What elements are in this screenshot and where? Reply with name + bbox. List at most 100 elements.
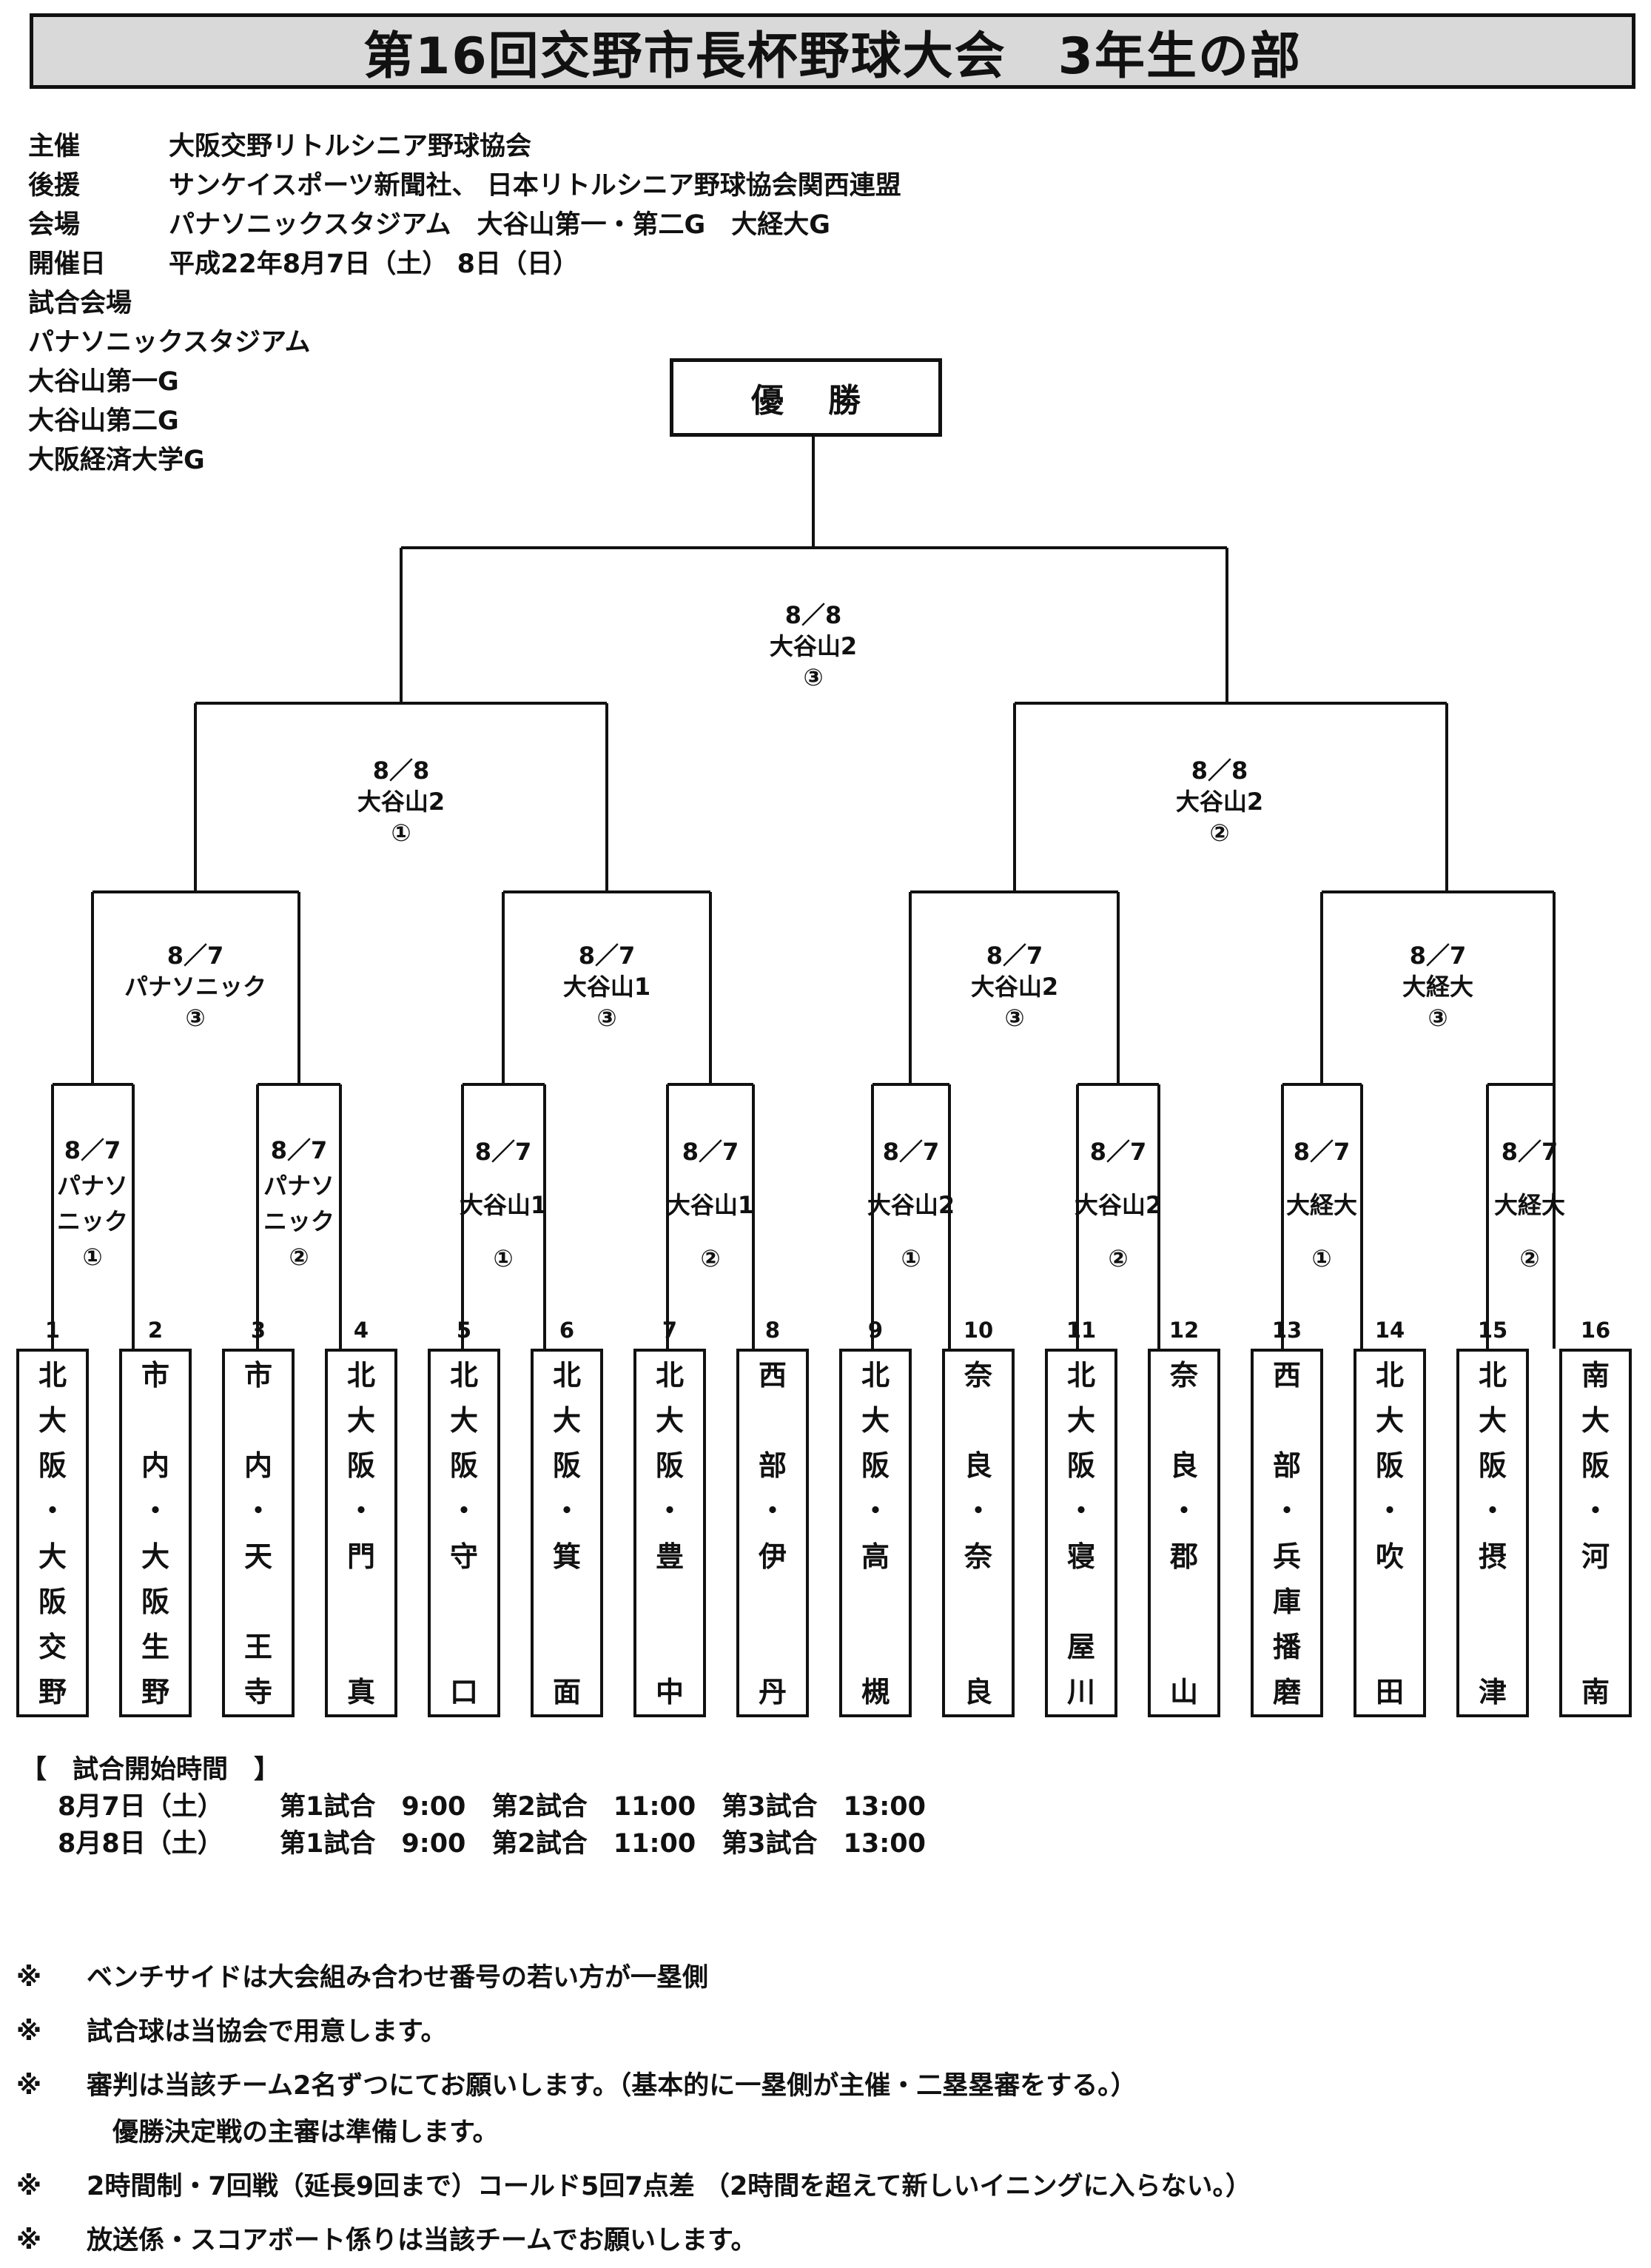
team-char: ・ [758,1494,787,1528]
seed-number: 13 [1271,1318,1302,1343]
seed-number: 7 [662,1318,678,1343]
team-char: 生 [141,1630,169,1663]
team-box: 北大阪・門 真 [325,1349,397,1717]
venue-heading: 試合会場 [28,289,132,318]
team-box: 奈 良・奈 良 [942,1349,1015,1717]
team-char: ・ [1066,1494,1095,1528]
team-char: 阪 [1066,1449,1095,1483]
note-item: ※試合球は当協会で用意します。 [16,2017,447,2047]
team-char: 阪 [1375,1449,1404,1483]
info-row-venue: 会場パナソニックスタジアム 大谷山第一・第二G 大経大G [28,210,830,240]
team-char: 阪 [1581,1449,1610,1483]
event-info: 主催大阪交野リトルシニア野球協会 後援サンケイスポーツ新聞社、 日本リトルシニア… [28,127,901,480]
team-char: 市 [141,1359,169,1392]
team-char: 奈 [1169,1359,1198,1392]
seed-number: 11 [1066,1318,1097,1343]
team-char: 面 [552,1675,581,1708]
bracket-lines [51,437,1556,1349]
team-char: 河 [1581,1540,1610,1573]
team-char: 兵 [1272,1540,1301,1573]
team-char: 磨 [1272,1675,1301,1708]
team-char: 門 [346,1540,375,1573]
seed-number: 3 [250,1318,266,1343]
team-char: 大 [38,1540,67,1573]
team-char: ・ [1375,1494,1404,1528]
team-char [356,1587,366,1617]
team-char: ・ [655,1494,684,1528]
seed-number: 6 [559,1318,575,1343]
team-char: ・ [449,1494,478,1528]
team-char: 阪 [346,1449,375,1483]
team-char: 西 [1272,1359,1301,1392]
team-box: 北大阪・吹 田 [1354,1349,1426,1717]
team-char: ・ [141,1494,169,1528]
team-char: 良 [1169,1449,1198,1483]
team-char: ・ [552,1494,581,1528]
team-char: 北 [1375,1359,1404,1392]
team-char: 豊 [655,1540,684,1573]
team-char [562,1587,571,1617]
seed-number: 9 [867,1318,884,1343]
team-box: 南大阪・河 南 [1559,1349,1632,1717]
team-char: 庫 [1272,1585,1301,1618]
team-char: 津 [1478,1675,1507,1708]
team-char: 大 [1066,1404,1095,1437]
team-char: 口 [449,1675,478,1708]
team-char: ・ [346,1494,375,1528]
team-char: 大 [38,1404,67,1437]
team-box: 奈 良・郡 山 [1148,1349,1220,1717]
team-char: 阪 [861,1449,890,1483]
schedule: 【 試合開始時間 】 8月7日（土）第1試合 9:00 第2試合 11:00 第… [21,1751,926,1862]
seed-number: 1 [44,1318,61,1343]
seed-number: 8 [764,1318,781,1343]
team-char: 阪 [141,1585,169,1618]
team-char: 北 [346,1359,375,1392]
team-char: 奈 [964,1540,992,1573]
team-char: 大 [861,1404,890,1437]
team-char [356,1632,366,1662]
team-char [870,1587,880,1617]
team-char: ・ [1169,1494,1198,1528]
note-item: ※審判は当該チーム2名ずつにてお願いします。（基本的に一塁側が主催・二塁塁審をす… [16,2071,1137,2101]
team-char [1590,1587,1600,1617]
team-char: 北 [655,1359,684,1392]
seed-number: 15 [1477,1318,1508,1343]
team-char: 中 [655,1675,684,1708]
team-char: ・ [1478,1494,1507,1528]
team-char: 良 [964,1675,992,1708]
venue-item: 大谷山第二G [28,406,179,436]
team-char [253,1406,263,1435]
team-box: 北大阪・箕 面 [531,1349,603,1717]
team-char: 田 [1375,1675,1404,1708]
team-char: 北 [1478,1359,1507,1392]
team-char: 部 [758,1449,787,1483]
team-char [459,1632,468,1662]
team-char [1487,1587,1497,1617]
team-char [767,1587,777,1617]
team-char [1385,1587,1394,1617]
team-char: 郡 [1169,1540,1198,1573]
seed-number: 2 [147,1318,164,1343]
team-char: 高 [861,1540,890,1573]
team-char [973,1632,983,1662]
schedule-heading: 【 試合開始時間 】 [21,1755,280,1785]
team-char: 阪 [38,1585,67,1618]
seed-number: 4 [353,1318,369,1343]
team-box: 北大阪・摂 津 [1456,1349,1529,1717]
team-char: 北 [861,1359,890,1392]
team-char: 部 [1272,1449,1301,1483]
team-char: 良 [964,1449,992,1483]
team-char: 吹 [1375,1540,1404,1573]
team-char: 伊 [758,1540,787,1573]
note-item: ※放送係・スコアボート係りは当該チームでお願いします。 [16,2226,757,2255]
team-char [562,1632,571,1662]
